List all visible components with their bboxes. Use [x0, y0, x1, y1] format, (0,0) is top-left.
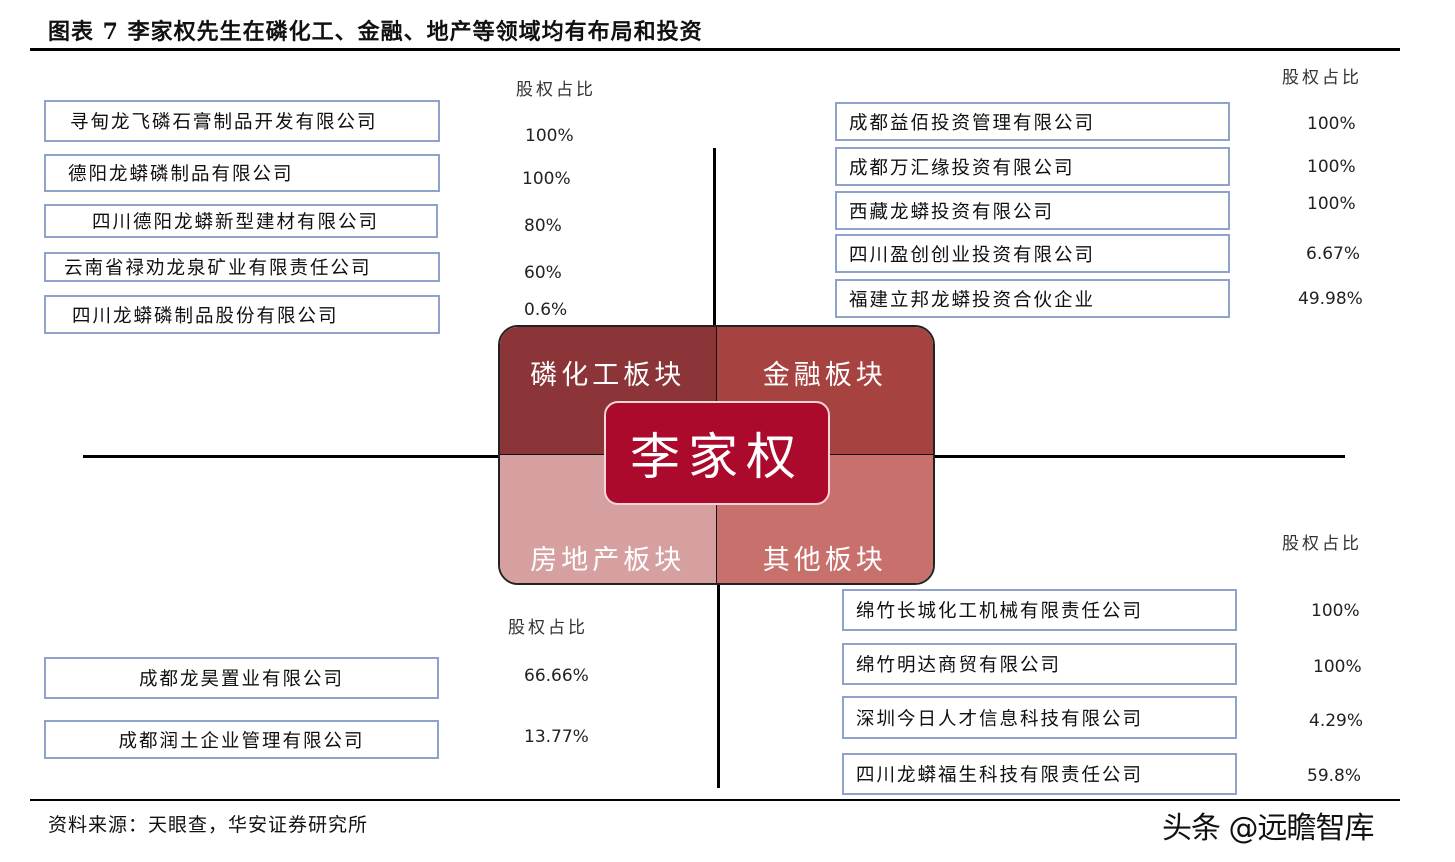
- company-box: 西藏龙蟒投资有限公司: [835, 191, 1230, 230]
- company-box: 成都润土企业管理有限公司: [44, 720, 439, 759]
- company-name: 福建立邦龙蟒投资合伙企业: [849, 289, 1096, 311]
- company-name: 成都益佰投资管理有限公司: [849, 112, 1096, 134]
- quadrant-label: 金融板块: [762, 360, 887, 391]
- equity-share: 80%: [524, 216, 562, 236]
- equity-share: 100%: [1313, 657, 1362, 677]
- company-box: 绵竹明达商贸有限公司: [842, 643, 1237, 685]
- equity-share: 49.98%: [1298, 289, 1363, 309]
- company-box: 绵竹长城化工机械有限责任公司: [842, 589, 1237, 631]
- company-name: 四川龙蟒磷制品股份有限公司: [72, 305, 339, 327]
- company-box: 福建立邦龙蟒投资合伙企业: [835, 279, 1230, 318]
- company-name: 四川盈创创业投资有限公司: [849, 244, 1096, 266]
- company-box: 成都万汇缘投资有限公司: [835, 147, 1230, 186]
- equity-share: 59.8%: [1307, 766, 1362, 786]
- company-box: 寻甸龙飞磷石膏制品开发有限公司: [44, 100, 440, 142]
- company-name: 成都润土企业管理有限公司: [118, 730, 365, 752]
- company-box: 四川德阳龙蟒新型建材有限公司: [44, 204, 438, 238]
- bottom-rule: [30, 799, 1400, 801]
- equity-share: 100%: [525, 126, 574, 146]
- company-box: 成都益佰投资管理有限公司: [835, 102, 1230, 141]
- equity-share: 13.77%: [524, 727, 589, 747]
- company-box: 成都龙昊置业有限公司: [44, 657, 439, 699]
- company-box: 德阳龙蟒磷制品有限公司: [44, 154, 440, 192]
- equity-share: 66.66%: [524, 666, 589, 686]
- figure-title: 图表 7 李家权先生在磷化工、金融、地产等领域均有布局和投资: [48, 19, 703, 45]
- center-person-node: 李家权: [604, 401, 830, 505]
- quadrant-label: 其他板块: [762, 545, 887, 576]
- equity-share: 100%: [1311, 601, 1360, 621]
- equity-share: 0.6%: [524, 300, 568, 320]
- company-box: 四川龙蟒磷制品股份有限公司: [44, 295, 440, 334]
- equity-share: 4.29%: [1309, 711, 1364, 731]
- quadrant-label: 磷化工板块: [530, 360, 686, 391]
- equity-share: 100%: [1307, 114, 1356, 134]
- vertical-axis-top: [713, 148, 716, 328]
- company-name: 西藏龙蟒投资有限公司: [849, 201, 1055, 223]
- company-name: 成都万汇缘投资有限公司: [849, 157, 1075, 179]
- equity-header-br: 股权占比: [1282, 534, 1362, 554]
- company-name: 寻甸龙飞磷石膏制品开发有限公司: [70, 112, 378, 133]
- company-name: 四川龙蟒福生科技有限责任公司: [856, 765, 1144, 786]
- company-name: 德阳龙蟒磷制品有限公司: [68, 164, 294, 185]
- vertical-axis-bottom: [717, 585, 720, 788]
- company-name: 四川德阳龙蟒新型建材有限公司: [92, 212, 380, 233]
- equity-share: 100%: [1307, 157, 1356, 177]
- equity-header-tr: 股权占比: [1282, 68, 1362, 88]
- top-rule: [30, 48, 1400, 51]
- equity-share: 100%: [1307, 194, 1356, 214]
- watermark: 头条 @远瞻智库: [1162, 811, 1375, 846]
- company-name: 绵竹长城化工机械有限责任公司: [856, 601, 1144, 622]
- company-name: 深圳今日人才信息科技有限公司: [856, 708, 1144, 730]
- company-name: 云南省禄劝龙泉矿业有限责任公司: [64, 258, 372, 279]
- source-note: 资料来源：天眼查，华安证券研究所: [48, 814, 369, 836]
- company-name: 绵竹明达商贸有限公司: [856, 655, 1062, 676]
- equity-share: 100%: [522, 169, 571, 189]
- quadrant-label: 房地产板块: [530, 545, 686, 576]
- company-name: 成都龙昊置业有限公司: [138, 669, 344, 690]
- equity-share: 60%: [524, 263, 562, 283]
- company-box: 四川盈创创业投资有限公司: [835, 234, 1230, 273]
- company-box: 深圳今日人才信息科技有限公司: [842, 696, 1237, 739]
- equity-header-tl: 股权占比: [516, 80, 596, 100]
- company-box: 四川龙蟒福生科技有限责任公司: [842, 753, 1237, 795]
- equity-share: 6.67%: [1306, 244, 1361, 264]
- equity-header-bl: 股权占比: [508, 618, 588, 638]
- company-box: 云南省禄劝龙泉矿业有限责任公司: [44, 252, 440, 282]
